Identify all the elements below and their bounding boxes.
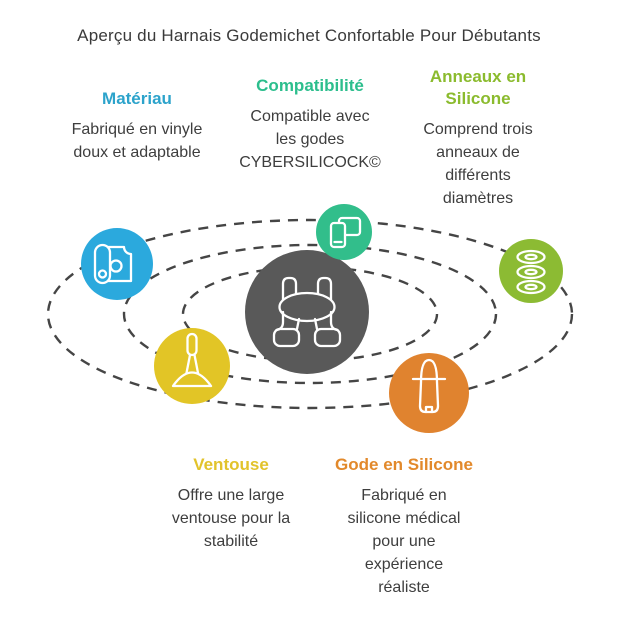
orbit-rings bbox=[46, 218, 574, 410]
feature-compatibilite: Compatibilité Compatible avec les godes … bbox=[200, 75, 420, 174]
orbit-ring-middle bbox=[122, 243, 498, 385]
node-gode bbox=[389, 353, 469, 433]
feature-materiau: Matériau Fabriqué en vinyle doux et adap… bbox=[27, 88, 247, 164]
feature-ventouse: Ventouse Offre une large ventouse pour l… bbox=[121, 454, 341, 553]
suction-plunger-icon bbox=[171, 332, 213, 388]
silicone-rings-icon bbox=[516, 249, 546, 295]
feature-gode: Gode en Silicone Fabriqué en silicone mé… bbox=[299, 454, 509, 599]
vinyl-roll-icon bbox=[93, 243, 133, 285]
feature-heading-ventouse: Ventouse bbox=[193, 455, 269, 474]
devices-icon bbox=[329, 216, 362, 249]
rings-circle bbox=[499, 239, 563, 303]
feature-anneaux: Anneaux en Silicone Comprend trois annea… bbox=[383, 66, 573, 210]
node-ventouse bbox=[154, 328, 230, 404]
feature-heading-anneaux: Anneaux en Silicone bbox=[429, 67, 527, 108]
plunger-circle bbox=[154, 328, 230, 404]
feature-heading-materiau: Matériau bbox=[102, 89, 172, 108]
node-anneaux bbox=[499, 239, 563, 303]
feature-heading-compatibilite: Compatibilité bbox=[256, 76, 364, 95]
dildo-circle bbox=[389, 353, 469, 433]
feature-body-gode: Fabriqué en silicone médical pour une ex… bbox=[347, 487, 461, 596]
feature-body-materiau: Fabriqué en vinyle doux et adaptable bbox=[71, 121, 203, 161]
feature-body-anneaux: Comprend trois anneaux de différents dia… bbox=[423, 121, 533, 207]
node-compatibilite bbox=[316, 204, 372, 260]
feature-body-ventouse: Offre une large ventouse pour la stabili… bbox=[171, 487, 291, 550]
dildo-icon bbox=[411, 358, 447, 414]
center-hub bbox=[245, 250, 369, 374]
feature-body-compatibilite: Compatible avec les godes CYBERSILICOCK© bbox=[239, 108, 381, 171]
feature-heading-gode: Gode en Silicone bbox=[335, 455, 473, 474]
orbit-ring-outer bbox=[46, 218, 574, 410]
vinyl-circle bbox=[81, 228, 153, 300]
page-title: Aperçu du Harnais Godemichet Confortable… bbox=[77, 26, 541, 45]
orbit-ring-inner bbox=[181, 265, 439, 363]
node-materiau bbox=[81, 228, 153, 300]
harness-icon bbox=[272, 276, 342, 348]
